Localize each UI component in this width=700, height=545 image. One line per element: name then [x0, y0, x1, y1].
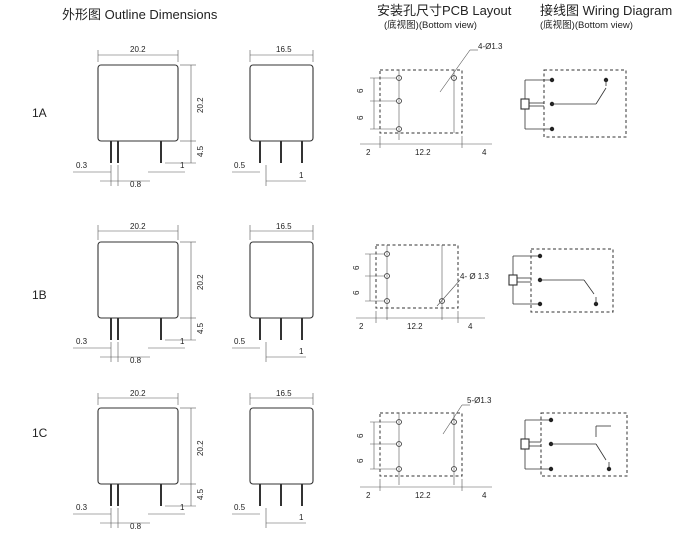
row-label: 1B [32, 288, 47, 302]
front-view: 20.2 20.2 4.5 0.3 0.8 1 [73, 45, 205, 189]
dim-h1: 2 [366, 148, 371, 157]
dim-v2: 6 [352, 290, 361, 295]
dim-pin-pitch: 0.8 [130, 522, 142, 531]
dim-pin-thickness: 0.3 [76, 503, 88, 512]
dim-edge: 1 [299, 513, 304, 522]
dim-h2: 12.2 [415, 491, 431, 500]
dim-v1: 6 [352, 265, 361, 270]
side-view: 16.5 0.5 1 [232, 389, 314, 528]
row-1c: 1C 20.2 20.2 4.5 0.3 0.8 1 [32, 389, 628, 531]
dim-h1: 2 [359, 322, 364, 331]
dim-height: 20.2 [196, 97, 205, 113]
side-view: 16.5 0.5 1 [232, 45, 314, 186]
dim-h3: 4 [468, 322, 473, 331]
hole-callout: 4- Ø 1.3 [460, 272, 489, 281]
row-1b: 1B 20.2 20.2 4.5 0.3 0.8 1 [32, 222, 614, 365]
row-label: 1C [32, 426, 48, 440]
pcb-layout: 6 6 5-Ø1.3 2 12.2 4 [356, 396, 492, 500]
dim-edge: 1 [299, 171, 304, 180]
row-label: 1A [32, 106, 47, 120]
pcb-subheader: (底视图)(Bottom view) [384, 19, 477, 31]
dim-width: 20.2 [130, 389, 146, 398]
dim-pin-length: 4.5 [196, 145, 205, 157]
dim-h3: 4 [482, 491, 487, 500]
dim-pin-thickness: 0.5 [234, 161, 246, 170]
side-view: 16.5 0.5 1 [232, 222, 314, 362]
dim-h2: 12.2 [407, 322, 423, 331]
dim-v2: 6 [356, 458, 365, 463]
wiring-diagram [520, 412, 628, 477]
pcb-layout: 6 6 4- Ø 1.3 2 12.2 4 [352, 244, 489, 331]
dim-pin-thickness: 0.3 [76, 337, 88, 346]
coil-symbol [508, 274, 518, 286]
hole-callout: 5-Ø1.3 [467, 396, 492, 405]
dim-edge: 1 [180, 503, 185, 512]
front-view: 20.2 20.2 4.5 0.3 0.8 1 [73, 222, 205, 365]
dim-edge: 1 [180, 337, 185, 346]
dim-height: 20.2 [196, 274, 205, 290]
coil-symbol [520, 98, 530, 110]
wiring-diagram [520, 69, 627, 138]
wiring-header: 接线图 Wiring Diagram [540, 3, 672, 18]
dim-width: 16.5 [276, 222, 292, 231]
dim-width: 16.5 [276, 389, 292, 398]
dim-pin-thickness: 0.5 [234, 503, 246, 512]
dim-width: 20.2 [130, 45, 146, 54]
dim-height: 20.2 [196, 440, 205, 456]
dim-pin-length: 4.5 [196, 322, 205, 334]
dim-width: 20.2 [130, 222, 146, 231]
coil-symbol [520, 438, 530, 450]
front-view: 20.2 20.2 4.5 0.3 0.8 1 [73, 389, 205, 531]
wiring-diagram [508, 248, 614, 313]
outline-header: 外形图 Outline Dimensions [62, 7, 218, 22]
dim-edge: 1 [180, 161, 185, 170]
dim-pin-pitch: 0.8 [130, 180, 142, 189]
dim-v2: 6 [356, 115, 365, 120]
dim-edge: 1 [299, 347, 304, 356]
pcb-layout: 6 6 4-Ø1.3 2 12.2 4 [356, 42, 503, 157]
dim-pin-pitch: 0.8 [130, 356, 142, 365]
hole-callout: 4-Ø1.3 [478, 42, 503, 51]
wiring-subheader: (底视图)(Bottom view) [540, 19, 633, 31]
dim-v1: 6 [356, 433, 365, 438]
dim-width: 16.5 [276, 45, 292, 54]
pcb-header: 安装孔尺寸PCB Layout [377, 3, 512, 18]
dim-h2: 12.2 [415, 148, 431, 157]
dim-pin-length: 4.5 [196, 488, 205, 500]
dim-pin-thickness: 0.5 [234, 337, 246, 346]
dim-pin-thickness: 0.3 [76, 161, 88, 170]
dim-v1: 6 [356, 88, 365, 93]
dim-h3: 4 [482, 148, 487, 157]
row-1a: 1A 20.2 20.2 4.5 0.3 0.8 1 [32, 42, 627, 189]
dim-h1: 2 [366, 491, 371, 500]
